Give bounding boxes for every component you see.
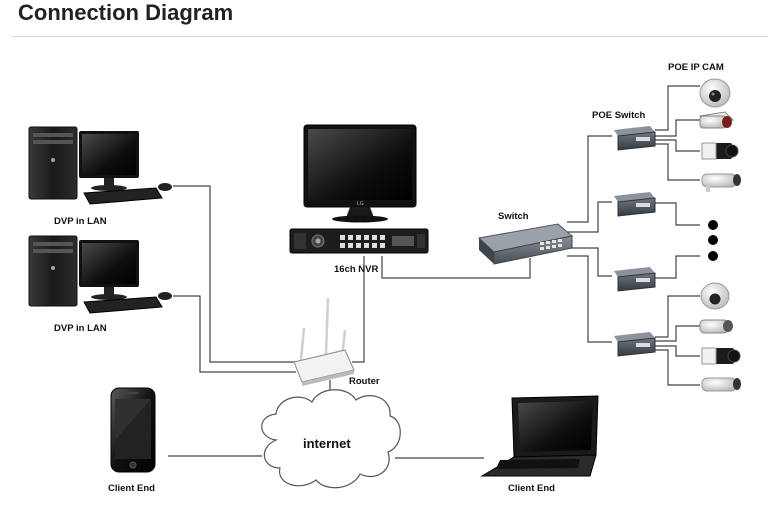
network-cables xyxy=(168,85,700,459)
pc-keyboard xyxy=(83,187,163,205)
pc-mouse xyxy=(158,183,172,191)
bullet-camera xyxy=(699,319,733,334)
pc-keyboard xyxy=(83,296,163,314)
poe-switch-label: POE Switch xyxy=(592,110,646,121)
pc-tower xyxy=(28,235,78,307)
poe-switch-3 xyxy=(614,267,656,292)
dome-camera xyxy=(699,78,731,108)
poe-ip-cam-label: POE IP CAM xyxy=(668,62,724,73)
network-switch: Switch xyxy=(477,211,574,265)
dvp-top-label: DVP in LAN xyxy=(54,216,107,227)
bullet-camera xyxy=(699,111,734,129)
client-laptop-label: Client End xyxy=(508,483,555,494)
smartphone-client: Client End xyxy=(108,387,156,494)
dvp-pc-bottom: DVP in LAN xyxy=(28,235,172,334)
laptop-client: Client End xyxy=(480,395,599,494)
pc-tower xyxy=(28,126,78,200)
title-divider xyxy=(12,36,768,37)
dvp-pc-top: DVP in LAN xyxy=(28,126,172,227)
bullet-camera xyxy=(701,173,741,192)
dome-camera xyxy=(700,282,730,310)
router: Router xyxy=(293,297,380,387)
nvr-recorder xyxy=(289,228,429,254)
page-title: Connection Diagram xyxy=(18,0,234,25)
nvr-label: 16ch NVR xyxy=(334,264,378,275)
switch-label: Switch xyxy=(498,211,529,222)
router-label: Router xyxy=(349,376,380,387)
bullet-camera xyxy=(701,377,741,392)
internet-label: internet xyxy=(303,436,351,451)
monitor-brand-logo: LG xyxy=(357,201,364,207)
poe-switch-2 xyxy=(614,192,656,217)
dvp-bottom-label: DVP in LAN xyxy=(54,323,107,334)
box-camera xyxy=(701,347,741,365)
poe-switch-1: POE Switch xyxy=(592,110,656,151)
more-cameras-indicator xyxy=(708,220,718,261)
nvr-station: LG 16ch NVR xyxy=(289,124,429,275)
pc-mouse xyxy=(158,292,172,300)
internet-cloud: internet xyxy=(261,389,401,489)
client-phone-label: Client End xyxy=(108,483,155,494)
poe-switch-4 xyxy=(614,332,656,357)
box-camera xyxy=(701,142,739,160)
